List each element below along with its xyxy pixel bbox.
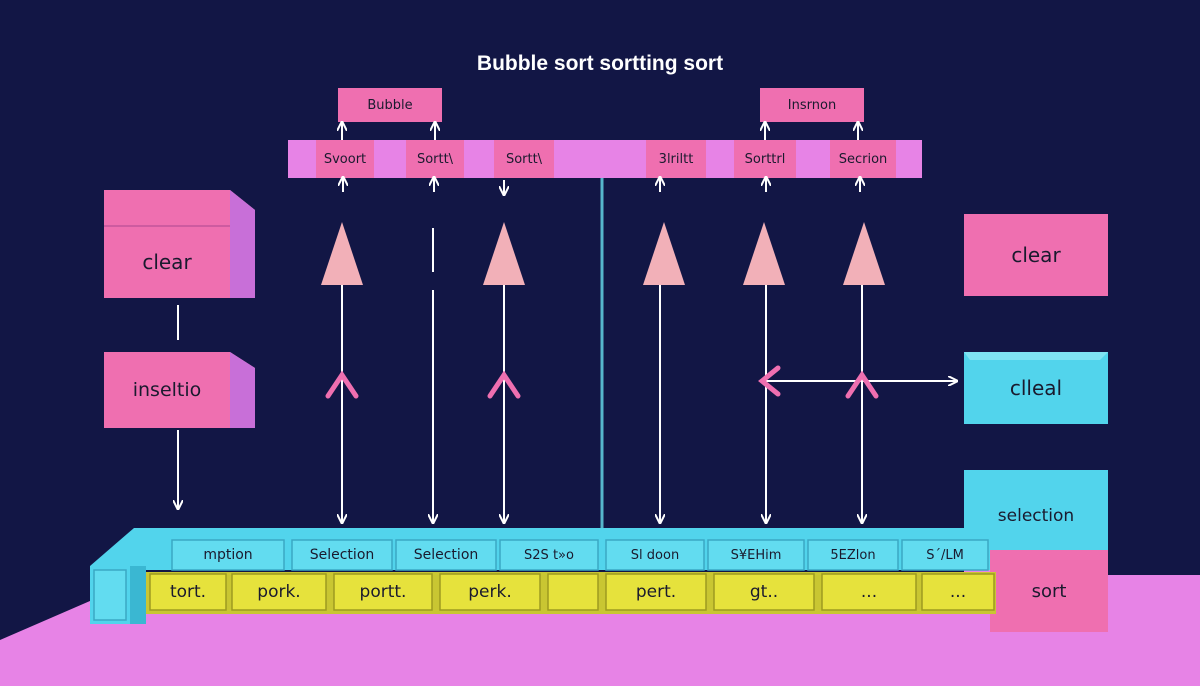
header-cell: Sorttrl (744, 151, 786, 167)
base-yellow-label: ... (860, 582, 878, 602)
base-cyan-label: Sl doon (630, 547, 680, 563)
base-cyan-label: S2S t»o (524, 547, 574, 563)
top-box-bubble (338, 88, 442, 122)
base-cyan-label: S¥EHim (730, 547, 782, 563)
vertical-lines (178, 228, 862, 522)
header-cell: Sortt\ (416, 151, 454, 167)
header-cell: Secrion (838, 151, 888, 167)
top-label-bubble: Bubble (367, 97, 413, 113)
header-bar (288, 140, 922, 178)
header-cell: Svoort (323, 151, 367, 167)
left-box-clear-shape (104, 190, 255, 298)
base-yellow-label: portt. (359, 582, 407, 602)
top-label-insertion: Insrnon (787, 97, 837, 113)
base-yellow-label: perk. (468, 582, 512, 602)
left-box-label-clear: clear (142, 250, 192, 274)
right-box-label-selection: selection (997, 506, 1075, 526)
header-cell: 3lriltt (658, 151, 694, 167)
base-cyan-row (90, 528, 990, 624)
base-yellow-label: pork. (257, 582, 301, 602)
left-box-label-insertion: inseltio (132, 379, 202, 401)
header-cell: Sortt\ (505, 151, 543, 167)
base-yellow-label (548, 574, 598, 610)
base-yellow-row (146, 572, 996, 614)
base-yellow-label: tort. (169, 582, 207, 602)
base-yellow-label: gt.. (749, 582, 779, 602)
left-box-insertion-shape (104, 352, 255, 428)
up-triangles (321, 222, 885, 285)
arrows-to-top (342, 123, 858, 140)
base-cyan-label: Selection (413, 547, 479, 563)
pink-chevrons (325, 365, 879, 399)
right-box-clleal-shape (964, 352, 1108, 424)
right-box-selection-shape (964, 470, 1108, 550)
right-box-label-sort: sort (1031, 580, 1067, 602)
arrows-under-header (343, 178, 860, 194)
diagram-title: Bubble sort sortting sort (476, 52, 724, 75)
base-yellow-label: pert. (635, 582, 677, 602)
base-cyan-label: S´/LM (926, 547, 964, 563)
base-cyan-label: 5EZlon (830, 547, 876, 563)
right-box-clear-shape (964, 214, 1108, 296)
base-yellow-label: ... (949, 582, 967, 602)
base-cyan-label: mption (203, 547, 253, 563)
base-cyan-label: Selection (309, 547, 375, 563)
right-box-label-clleal: clleal (1009, 376, 1063, 400)
right-box-label-clear: clear (1011, 243, 1061, 267)
header-cells (316, 140, 896, 178)
top-box-insertion (760, 88, 864, 122)
